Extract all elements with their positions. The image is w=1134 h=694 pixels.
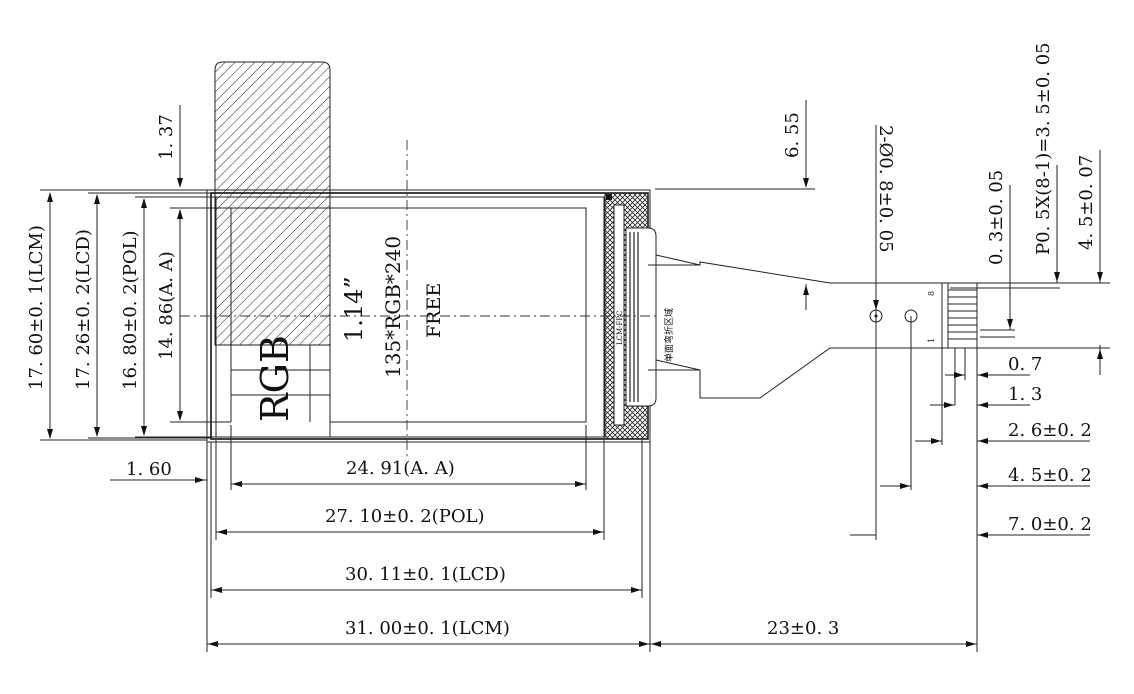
positioning-holes [869, 309, 918, 323]
dim-1-3: 1. 3 [1008, 384, 1042, 405]
dim-2-6: 2. 6±0. 2 [1008, 420, 1092, 441]
rgb-label: RGB [253, 335, 297, 422]
dim-lcm-height: 17. 60±0. 1(LCM) [26, 225, 47, 390]
panel-size-label: 1.14” [340, 276, 368, 342]
center-lines [180, 140, 660, 460]
bottom-dimensions [206, 345, 978, 652]
dim-0-7: 0. 7 [1008, 354, 1042, 375]
dim-connector-width: 4. 5±0. 07 [1076, 155, 1097, 250]
panel-resolution-label: 135*RGB*240 [381, 236, 405, 378]
protective-tape [214, 61, 331, 346]
dim-7-0: 7. 0±0. 2 [1008, 514, 1092, 535]
dim-lcd-width: 30. 11±0. 1(LCD) [345, 564, 506, 585]
pin-8-label: 8 [927, 291, 936, 296]
dim-4-5: 4. 5±0. 2 [1008, 465, 1092, 486]
dim-hole-diameter: 2-Ø0. 8±0. 05 [875, 125, 896, 253]
dim-pad-pitch: P0. 5X(8-1)=3. 5±0. 05 [1033, 42, 1054, 255]
bottom-dimension-arrows [208, 481, 976, 647]
dim-pol-height: 16. 80±0. 2(POL) [120, 230, 141, 390]
dim-aa-height: 14. 86(A. A) [156, 251, 177, 360]
fpc-bend-note: 单面弯折区域 [663, 308, 675, 362]
lcm-outline [206, 189, 651, 443]
fpc-code: LCM-FPC [616, 311, 624, 345]
top-right-dimension-arrows [803, 178, 1103, 538]
left-dimensions [40, 105, 231, 481]
pin-1-label: 1 [927, 338, 936, 343]
fpc-cable: 单面弯折区域 LCM-FPC [616, 227, 950, 407]
left-dimension-arrows [47, 178, 205, 483]
dim-aa-width: 24. 91(A. A) [346, 458, 455, 479]
fpc-connector-pads: 8 1 [927, 282, 978, 349]
dim-6-55: 6. 55 [782, 112, 803, 158]
dim-pad-width: 0. 3±0. 05 [986, 170, 1007, 265]
dim-1-37: 1. 37 [156, 114, 177, 160]
dim-1-60: 1. 60 [126, 459, 172, 480]
dim-pol-width: 27. 10±0. 2(POL) [325, 506, 485, 527]
panel-free-label: FREE [423, 283, 445, 338]
dim-fpc-length: 23±0. 3 [767, 618, 839, 639]
dim-lcd-height: 17. 26±0. 2(LCD) [73, 229, 94, 390]
dim-lcm-width: 31. 00±0. 1(LCM) [345, 618, 510, 639]
